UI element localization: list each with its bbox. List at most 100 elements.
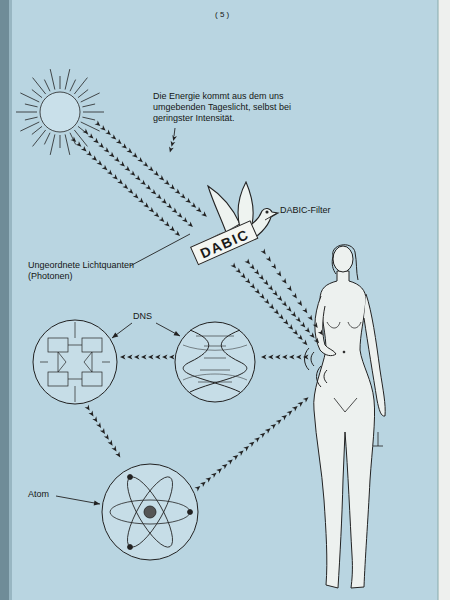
chev-shape: [76, 141, 82, 147]
chev-shape: [172, 208, 178, 214]
illustration-shape: [196, 336, 234, 382]
chev-shape: [143, 161, 149, 166]
chev-shape: [227, 459, 233, 464]
chev-shape: [109, 152, 115, 157]
chev-shape: [138, 198, 144, 204]
illustration-shape: [183, 345, 247, 380]
chev-shape: [130, 170, 136, 175]
chev-shape: [134, 355, 140, 360]
chev-shape: [231, 263, 237, 269]
chev-group: [71, 121, 323, 492]
dnaRight-shape: [183, 330, 247, 392]
chev-shape: [169, 226, 175, 232]
chev-shape: [169, 355, 175, 360]
chev-shape: [100, 428, 105, 434]
illustration-shape: [68, 379, 82, 380]
dna-left-group: [33, 320, 117, 404]
illustration-shape: [183, 330, 240, 392]
chev-shape: [254, 269, 259, 275]
chev-shape: [278, 314, 284, 320]
chev-shape: [281, 278, 286, 284]
chev-shape: [283, 319, 289, 325]
chev-shape: [151, 189, 157, 195]
chev-shape: [265, 428, 271, 433]
chev-shape: [287, 411, 293, 416]
chev-shape: [162, 355, 168, 360]
chev-shape: [261, 249, 266, 255]
chev-shape: [89, 411, 94, 417]
chev-shape: [277, 295, 282, 301]
annotation-label: DNS: [133, 311, 152, 322]
chev-shape: [276, 419, 282, 424]
chev-shape: [100, 125, 106, 130]
chev-shape: [81, 146, 87, 152]
illustration-shape: [144, 506, 156, 518]
dna-right-group: [175, 322, 255, 402]
woman-shape: [378, 432, 379, 446]
chev-shape: [261, 355, 267, 360]
chev-shape: [269, 304, 275, 310]
waves-shape: [305, 348, 310, 370]
chev-shape: [71, 137, 77, 143]
atom-shape: [110, 471, 193, 552]
chev-shape: [96, 422, 101, 428]
chev-shape: [127, 355, 133, 360]
chev-shape: [232, 455, 238, 460]
sun-shape: [65, 69, 70, 89]
chev-shape: [143, 202, 149, 208]
chev-shape: [159, 216, 165, 222]
sun-shape: [50, 134, 55, 154]
chev-shape: [115, 452, 120, 458]
chev-shape: [104, 434, 109, 440]
chev-shape: [205, 477, 211, 482]
dnaRight-shape: [175, 322, 255, 402]
chev-shape: [302, 340, 308, 346]
chev-shape: [264, 299, 270, 305]
waves-shape: [317, 366, 322, 387]
chev-shape: [288, 324, 294, 330]
atom-group: [102, 464, 198, 560]
dnaLeft-shape: [40, 322, 110, 402]
chev-shape: [169, 184, 175, 189]
sun-shape: [20, 122, 39, 131]
chev-shape: [281, 415, 287, 420]
chev-shape: [88, 133, 94, 138]
chev-shape: [292, 329, 298, 335]
sun-shape: [16, 112, 37, 113]
chev-shape: [286, 306, 292, 312]
sun-shape: [83, 112, 104, 113]
chev-shape: [148, 355, 154, 360]
annotation-label: Die Energie kommt aus dem uns umgebenden…: [153, 91, 313, 123]
woman-shape: [343, 351, 345, 353]
illustration-shape: [82, 372, 102, 386]
chev-shape: [102, 165, 108, 171]
chev-shape: [300, 322, 305, 328]
illustration-shape: [120, 471, 181, 552]
chev-shape: [133, 193, 139, 199]
chev-shape: [161, 198, 167, 204]
illustration-shape: [48, 372, 68, 386]
chev-shape: [271, 263, 276, 269]
sun-shape: [20, 93, 39, 102]
chev-shape: [121, 143, 127, 148]
chev-shape: [243, 446, 249, 451]
chev-shape: [159, 175, 165, 180]
chev-shape: [108, 440, 113, 446]
chev-shape: [140, 180, 146, 185]
chev-shape: [201, 211, 207, 216]
chev-shape: [97, 160, 103, 166]
sun-shape: [82, 104, 95, 107]
chev-shape: [240, 273, 246, 279]
illus-shape: [0, 0, 9, 600]
woman-shape: [373, 446, 383, 447]
chev-shape: [292, 293, 297, 299]
illustration-shape: [120, 471, 181, 552]
sun-shape: [32, 90, 42, 98]
chev-shape: [112, 174, 118, 180]
chev-shape: [200, 482, 206, 487]
chev-shape: [297, 402, 303, 407]
chev-shape: [235, 268, 241, 274]
chev-shape: [302, 307, 307, 313]
chev-shape: [191, 202, 197, 207]
chev-shape: [185, 198, 191, 203]
